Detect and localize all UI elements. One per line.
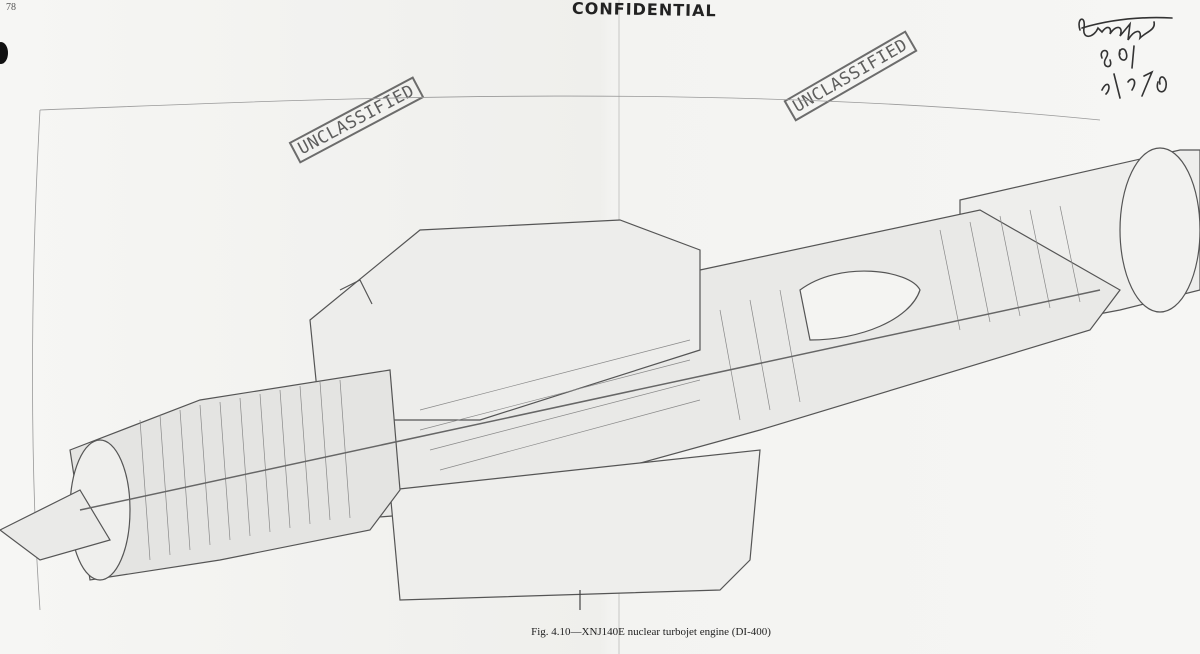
figure-caption-text: Fig. 4.10—XNJ140E nuclear turbojet engin…	[531, 626, 771, 638]
binder-hole	[0, 42, 8, 64]
classification-header: CONFIDENTIAL	[571, 0, 717, 21]
handwritten-signature	[1072, 10, 1187, 105]
engine-cutaway-illustration	[0, 95, 1200, 610]
page-number: 78	[6, 2, 16, 13]
figure-caption: Fig. 4.10—XNJ140E nuclear turbojet engin…	[0, 626, 1200, 638]
